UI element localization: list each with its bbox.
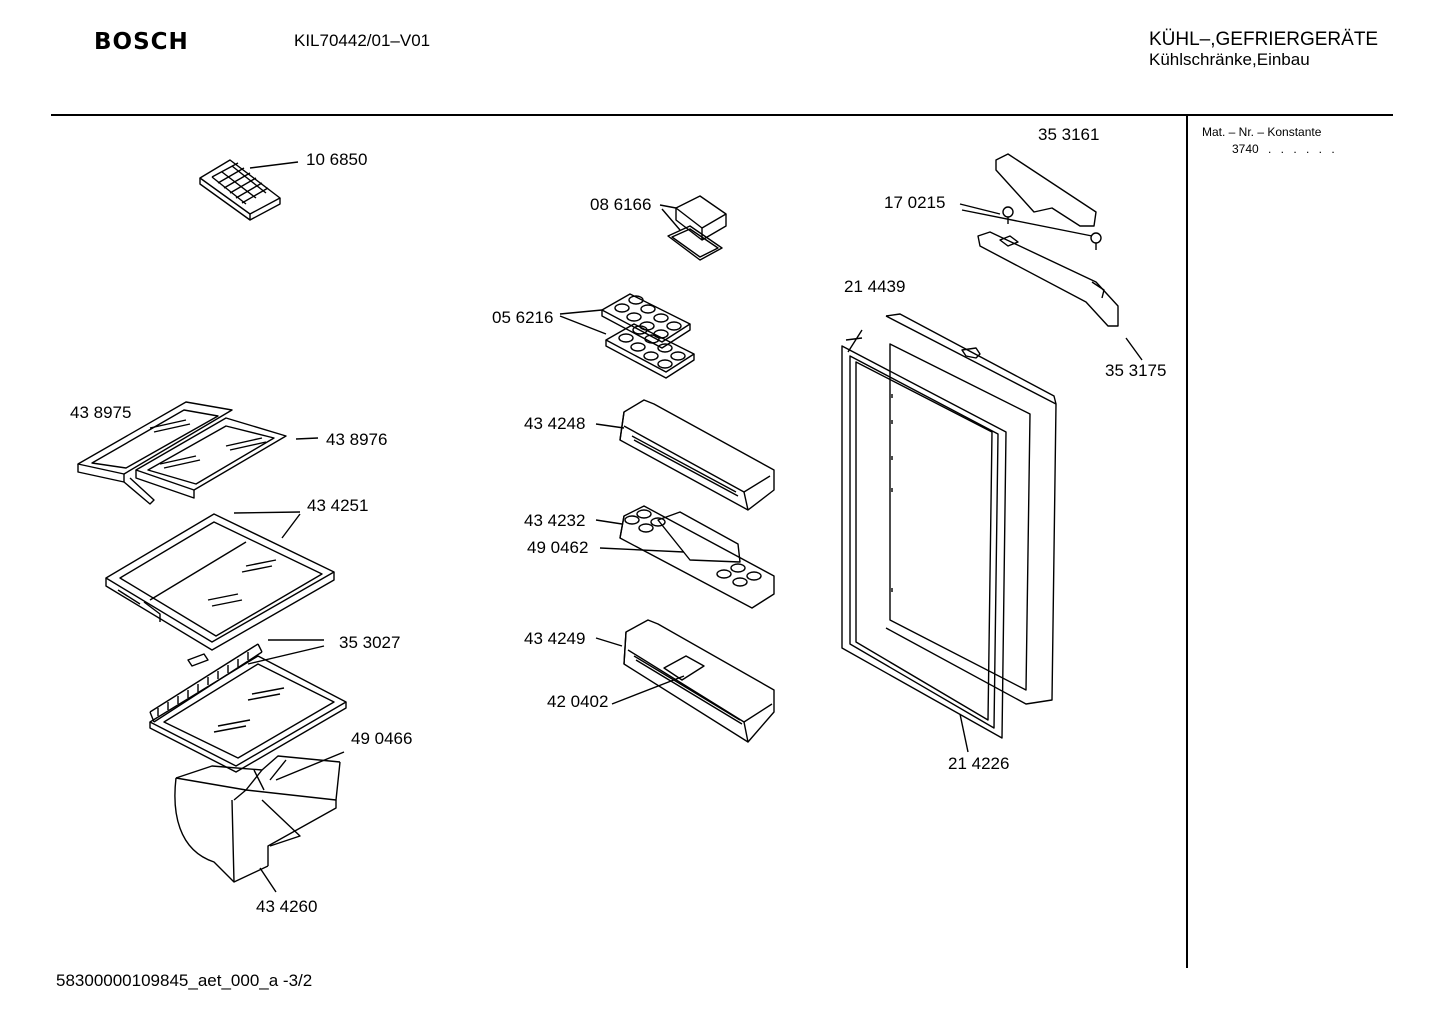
part-label: 21 4226 bbox=[948, 754, 1010, 773]
part-label: 35 3175 bbox=[1105, 361, 1167, 380]
split-shelf-drawing bbox=[77, 401, 319, 505]
crisper-drawer-drawing bbox=[174, 751, 345, 893]
glass-shelf-drawing bbox=[105, 511, 335, 651]
part-label: 49 0466 bbox=[351, 729, 413, 748]
brand-logo: BOSCH bbox=[94, 29, 189, 55]
part-label: 05 6216 bbox=[492, 308, 554, 327]
document-code: 58300000109845_aet_000_a -3/2 bbox=[56, 971, 313, 990]
mat-heading: Mat. – Nr. – Konstante bbox=[1202, 125, 1322, 139]
part-label: 43 8975 bbox=[70, 403, 132, 422]
door-panel-drawing bbox=[885, 313, 1057, 705]
mat-dots: . . . . . . bbox=[1268, 142, 1338, 156]
part-label: 42 0402 bbox=[547, 692, 609, 711]
rail-shelf-drawing bbox=[149, 639, 347, 773]
part-label: 10 6850 bbox=[306, 150, 368, 169]
part-label: 49 0462 bbox=[527, 538, 589, 557]
model-number: KIL70442/01–V01 bbox=[294, 31, 431, 50]
header-divider bbox=[51, 114, 1393, 116]
category-title: KÜHL–,GEFRIERGERÄTE bbox=[1149, 29, 1379, 50]
butter-dish-drawing bbox=[659, 195, 727, 261]
sidebar-divider bbox=[1186, 116, 1188, 968]
part-label: 43 4248 bbox=[524, 414, 586, 433]
category-subtitle: Kühlschränke,Einbau bbox=[1149, 50, 1310, 69]
part-label: 35 3027 bbox=[339, 633, 401, 652]
part-label: 08 6166 bbox=[590, 195, 652, 214]
ice-tray-drawing bbox=[199, 159, 299, 221]
door-gasket-drawing bbox=[841, 329, 1007, 753]
part-label: 43 8976 bbox=[326, 430, 388, 449]
hinge-parts-drawing bbox=[959, 153, 1143, 361]
part-label: 43 4249 bbox=[524, 629, 586, 648]
part-label: 17 0215 bbox=[884, 193, 946, 212]
part-label: 35 3161 bbox=[1038, 125, 1100, 144]
mat-value: 3740 bbox=[1232, 142, 1259, 156]
door-bin-3-drawing bbox=[595, 619, 775, 743]
part-label: 43 4232 bbox=[524, 511, 586, 530]
part-label: 43 4251 bbox=[307, 496, 369, 515]
door-bin-2-drawing bbox=[595, 505, 775, 609]
door-bin-1-drawing bbox=[595, 399, 775, 511]
egg-trays-drawing bbox=[559, 293, 695, 379]
part-label: 43 4260 bbox=[256, 897, 318, 916]
part-label: 21 4439 bbox=[844, 277, 906, 296]
